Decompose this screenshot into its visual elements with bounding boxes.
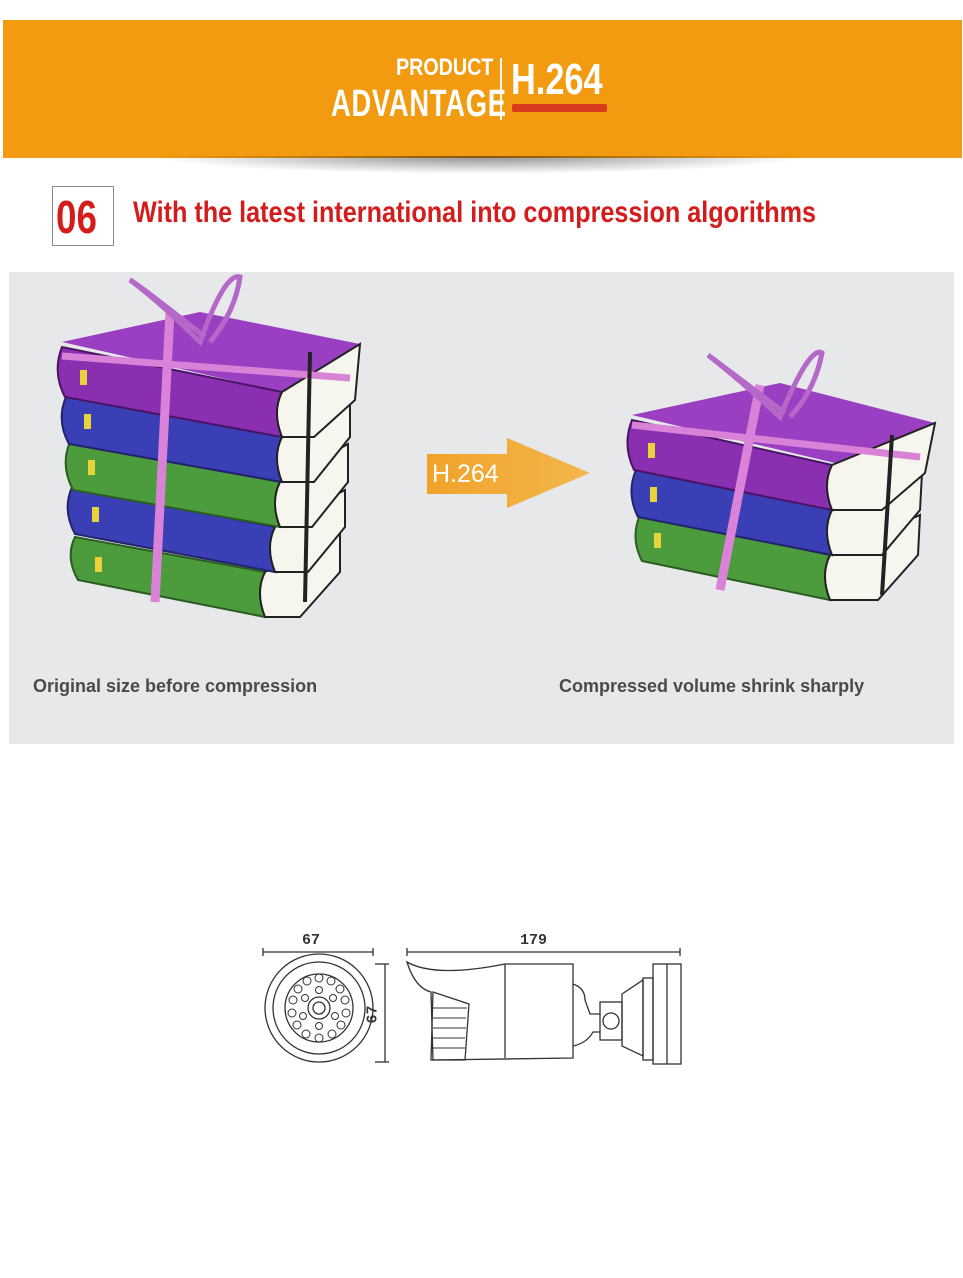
book-stack-icon xyxy=(56,274,362,619)
left-caption: Original size before compression xyxy=(33,676,318,696)
compressed-book-stack-icon xyxy=(626,349,937,602)
camera-dimension-drawing xyxy=(262,948,682,1065)
side-length-label: 179 xyxy=(520,932,548,949)
right-caption: Compressed volume shrink sharply xyxy=(559,676,865,696)
header-banner xyxy=(3,20,962,158)
front-height-label: 67 xyxy=(364,1005,382,1024)
banner-divider xyxy=(500,58,502,120)
section-headline: With the latest international into compr… xyxy=(133,196,817,229)
h264-arrow-icon xyxy=(427,438,590,508)
banner-codec-underline xyxy=(512,104,607,112)
section-number: 06 xyxy=(56,191,97,243)
banner-shadow xyxy=(150,156,810,174)
front-width-label: 67 xyxy=(302,932,321,949)
banner-codec-text: H.264 xyxy=(511,55,603,104)
arrow-label: H.264 xyxy=(432,460,499,488)
section-number-box xyxy=(52,186,114,246)
banner-product-text: PRODUCT xyxy=(396,54,494,81)
banner-advantage-text: ADVANTAGE xyxy=(331,83,507,125)
